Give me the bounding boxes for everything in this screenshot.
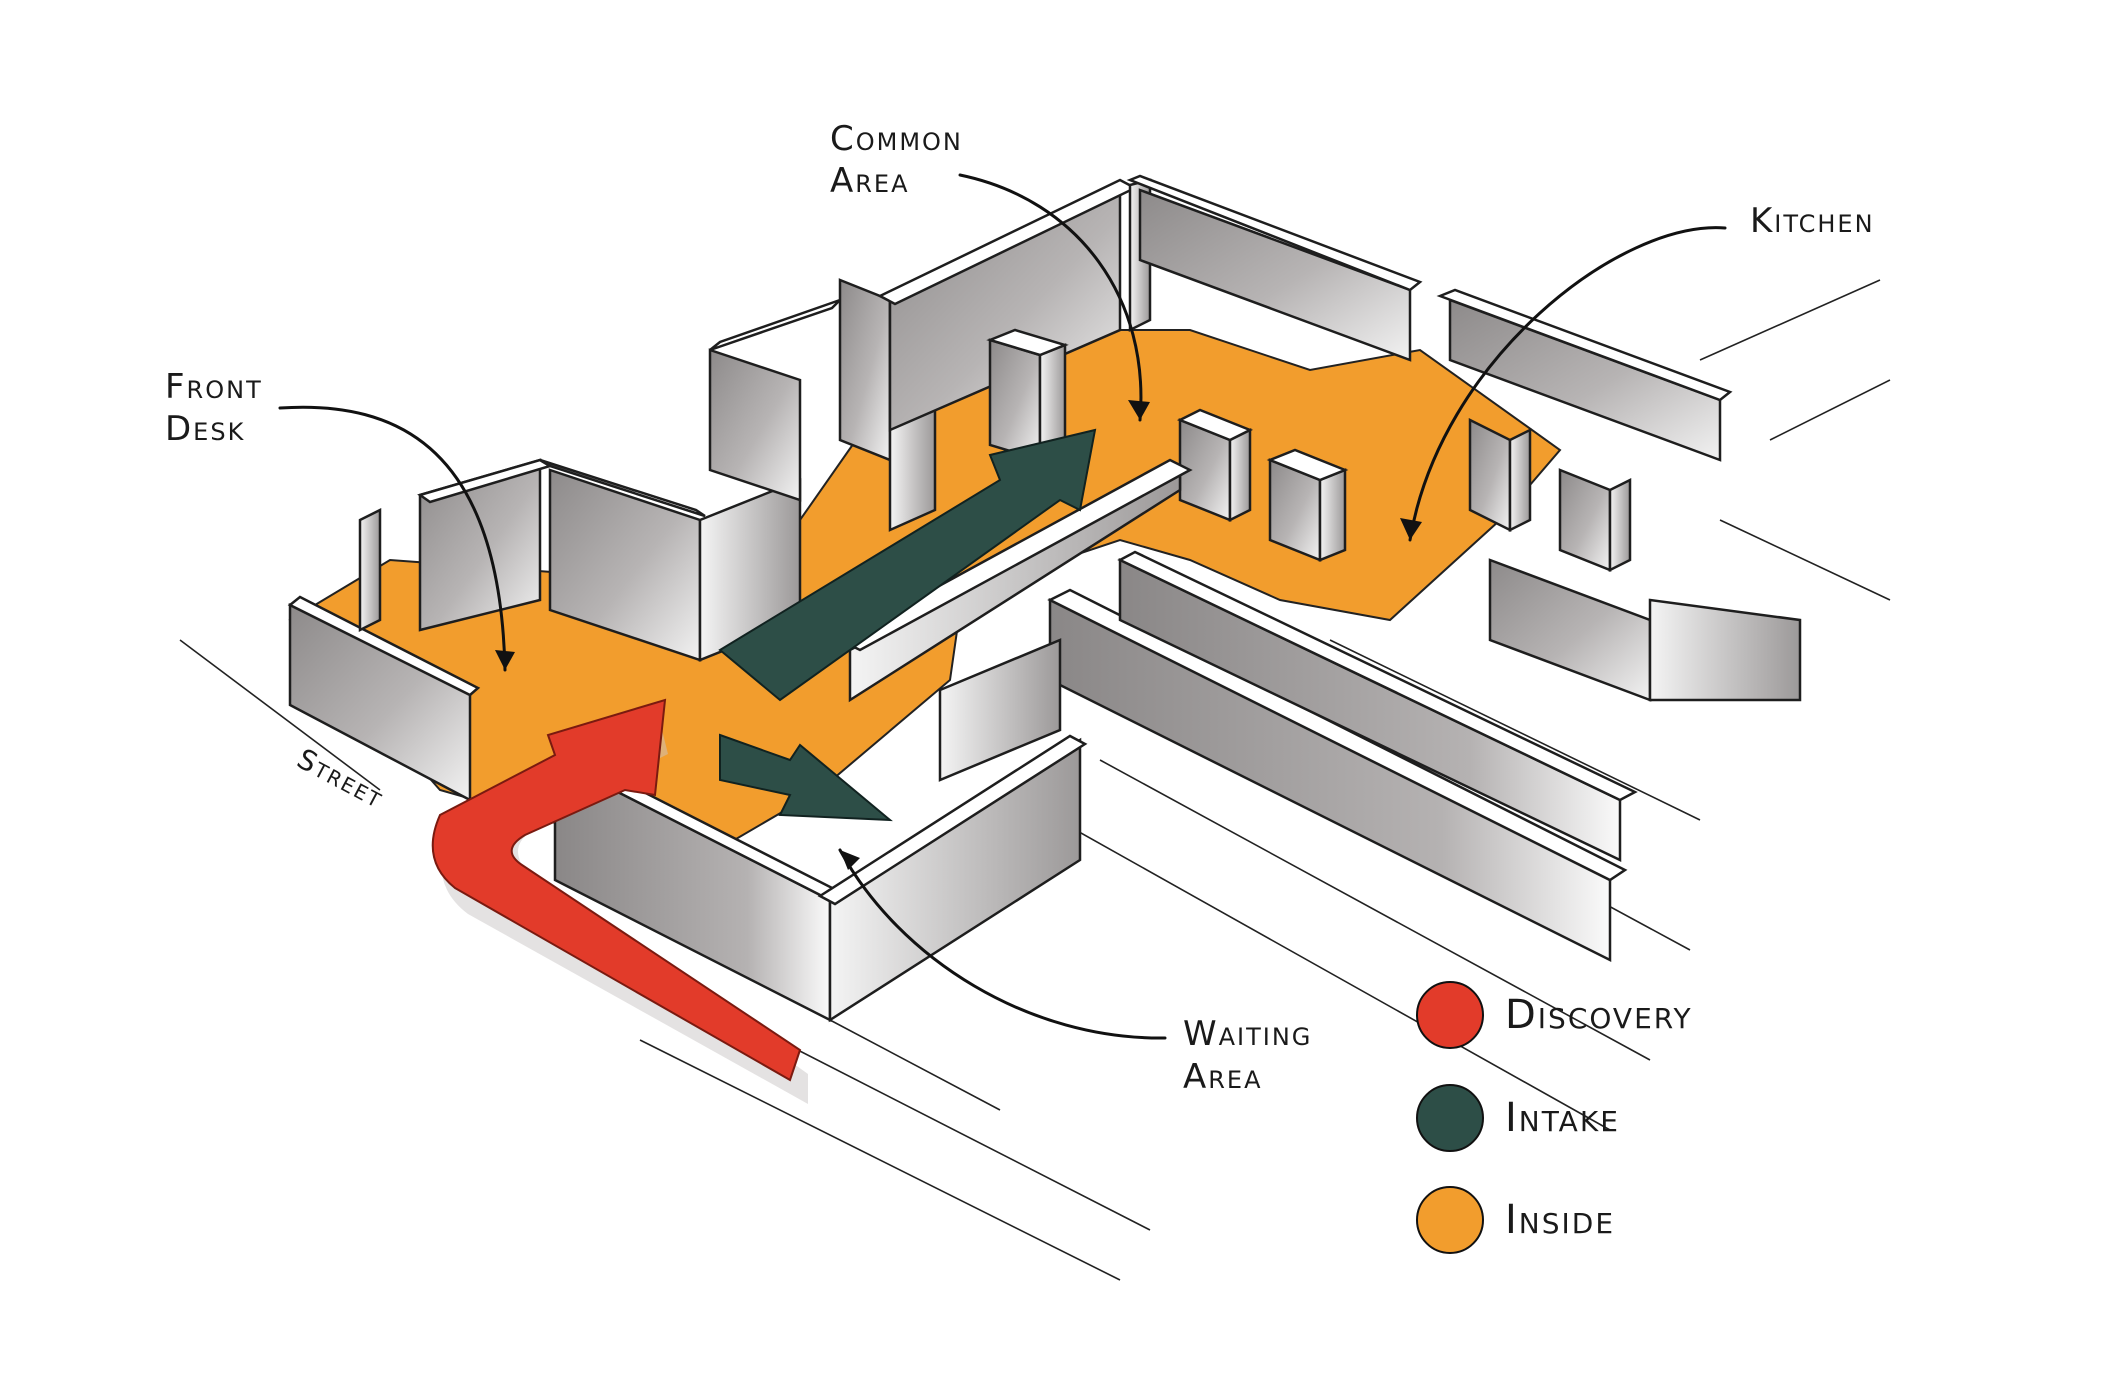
kitchen-leader [1408,226,1727,542]
callout-leaders [278,173,1727,1040]
walls [287,174,1802,1023]
legend-swatch-intake [1416,1084,1484,1152]
front-desk-leader [278,405,507,672]
legend-swatch-discovery [1416,981,1484,1049]
street-label: Street [292,742,390,815]
common-area-leader [958,173,1143,422]
waiting-area-label-line2: Area [1183,1057,1263,1097]
legend: Discovery Intake Inside [1416,981,1693,1254]
front-desk-label-line1: Front [165,367,263,407]
legend-swatch-inside [1416,1186,1484,1254]
callout-labels: Common Area Kitchen Front Desk Waiting A… [165,119,1875,1097]
legend-label-discovery: Discovery [1505,992,1693,1038]
common-area-label-line1: Common [830,119,963,159]
kitchen-label: Kitchen [1750,201,1875,241]
waiting-area-leader [838,848,1167,1040]
waiting-area-label-line1: Waiting [1183,1014,1312,1054]
common-area-label-line2: Area [830,161,910,201]
legend-label-inside: Inside [1505,1197,1615,1243]
front-desk-label-line2: Desk [165,409,245,449]
intake-arrows [718,428,1097,822]
legend-label-intake: Intake [1505,1095,1620,1141]
discovery-arrow [431,698,808,1104]
